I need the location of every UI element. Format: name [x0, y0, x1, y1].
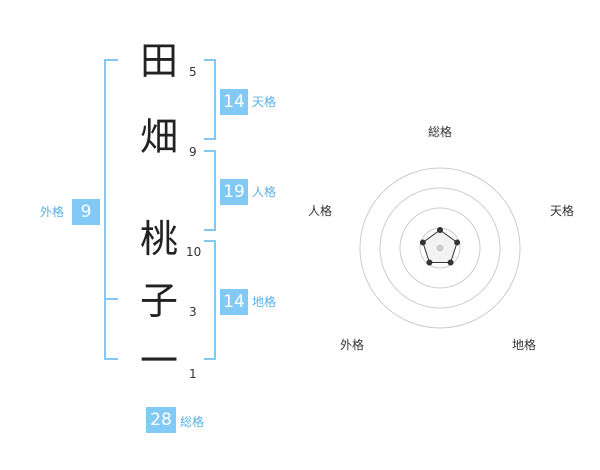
radar-label-gaikaku: 外格 [339, 338, 364, 352]
radar-ring [379, 187, 501, 309]
radar-label-soukaku: 総格 [427, 125, 452, 139]
stroke-count-3: 10 [186, 245, 202, 259]
tenkaku-value: 14 [220, 89, 248, 115]
gaikaku-value: 9 [72, 199, 100, 225]
radar-center-dot [436, 244, 444, 252]
radar-point [426, 259, 433, 266]
soukaku-value: 28 [146, 407, 176, 433]
name-char-1: 田 [139, 39, 178, 83]
chikaku-value: 14 [220, 289, 248, 315]
radar-point [447, 259, 454, 266]
radar-label-tenkaku: 天格 [549, 204, 574, 218]
name-char-3: 桃 [139, 217, 178, 261]
name-char-2: 畑 [139, 115, 178, 159]
chikaku-label: 地格 [252, 295, 277, 309]
stroke-count-2: 9 [189, 145, 197, 159]
radar-label-chikaku: 地格 [511, 338, 536, 352]
radar-ring [399, 207, 481, 289]
radar-ring [359, 167, 521, 329]
gaikaku-label: 外格 [40, 205, 65, 219]
stroke-count-4: 3 [189, 305, 197, 319]
gaikaku-bracket [104, 59, 118, 360]
tenkaku-label: 天格 [252, 95, 277, 109]
name-char-4: 子 [139, 279, 178, 323]
stroke-count-1: 5 [189, 65, 197, 79]
radar-point [437, 227, 443, 233]
jinkaku-bracket [204, 150, 216, 231]
radar-dots [419, 227, 461, 266]
radar-point [419, 239, 426, 246]
name-char-5: 一 [139, 339, 178, 383]
jinkaku-label: 人格 [252, 185, 277, 199]
stroke-count-5: 1 [189, 367, 197, 381]
jinkaku-value: 19 [220, 179, 248, 205]
radar-point [454, 239, 461, 246]
gaikaku-bracket-split [104, 298, 118, 300]
radar-label-jinkaku: 人格 [307, 204, 332, 218]
tenkaku-bracket [204, 59, 216, 140]
soukaku-label: 総格 [180, 415, 205, 429]
chikaku-bracket [204, 240, 216, 360]
